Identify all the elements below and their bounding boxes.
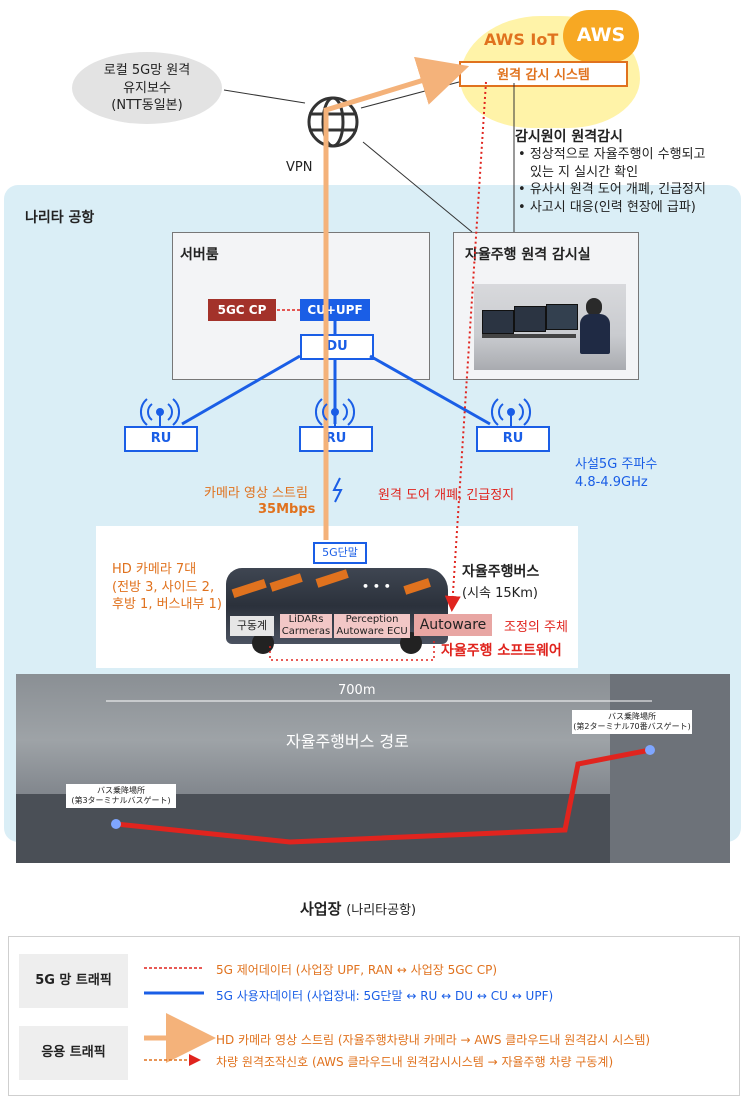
- legend-application-label: 응용 트래픽: [19, 1026, 128, 1080]
- autoware-box: Autoware: [414, 614, 492, 636]
- frequency-line1: 사설5G 주파수: [575, 457, 658, 472]
- maintenance-ellipse: [72, 52, 222, 124]
- remote-room-photo: [474, 284, 626, 370]
- aws-logo: AWS: [576, 24, 626, 46]
- ru-box-left: RU: [124, 426, 198, 452]
- camera-stream-label: 카메라 영상 스트림: [204, 486, 308, 501]
- legend-video-text: HD 카메라 영상 스트림 (자율주행차량내 카메라 → AWS 클라우드내 원…: [216, 1033, 651, 1047]
- lidars-box: LiDARs: [280, 614, 332, 626]
- maintenance-line2: 유지보수: [123, 80, 171, 96]
- camera-icon-3: [315, 569, 349, 588]
- legend-panel: [8, 936, 740, 1096]
- camera-stream-path: [323, 56, 470, 540]
- drive-system-box: 구동계: [230, 616, 274, 636]
- frequency-line2: 4.8-4.9GHz: [575, 474, 648, 490]
- monitor-screen-1: [482, 310, 514, 334]
- legend-remote-text: 차량 원격조작신호 (AWS 클라우드내 원격감시시스템 → 자율주행 차량 구…: [216, 1055, 614, 1069]
- camera-icon-1: [231, 578, 267, 599]
- stop-right-marker: [645, 745, 655, 755]
- camera-count-label: HD 카메라 7대 (전방 3, 사이드 2, 후방 1, 버스내부 1): [112, 561, 222, 614]
- operator-bullet-2: 있는 지 실시간 확인: [518, 164, 706, 182]
- ru-box-center: RU: [299, 426, 373, 452]
- server-room-label: 서버룸: [180, 247, 219, 263]
- operator-bullet-1: • 정상적으로 자율주행이 수행되고: [518, 147, 706, 162]
- antenna-icon-left: [140, 398, 180, 426]
- line-maintenance-vpn: [223, 89, 306, 104]
- monitor-screen-2: [514, 306, 546, 332]
- terminal-building-right: [610, 674, 730, 863]
- camera-line3: 후방 1, 버스내부 1): [112, 597, 222, 613]
- bandwidth-label: 35Mbps: [258, 502, 316, 517]
- maintenance-label: 로컬 5G망 원격 유지보수 (NTT동일본): [72, 62, 222, 115]
- operator-bullet-3: • 유사시 원격 도어 개폐, 긴급정지: [518, 182, 706, 198]
- operator-title: 감시원이 원격감시: [515, 129, 623, 145]
- operator-bullet-2-text: 있는 지 실시간 확인: [530, 164, 639, 180]
- desk: [482, 334, 576, 338]
- camera-icon-2: [269, 573, 303, 592]
- du-ru-right-link: [369, 354, 491, 426]
- remote-control-path: [444, 81, 487, 612]
- aws-logo-cloud: [563, 10, 639, 62]
- remote-room-label: 자율주행 원격 감시실: [465, 247, 591, 263]
- stop-left-label: バス乗降場所 (第3ターミナルバスゲート): [66, 784, 176, 808]
- frequency-label: 사설5G 주파수 4.8-4.9GHz: [575, 456, 657, 491]
- stop-right-line2: (第2ターミナル70番バスゲート): [573, 722, 691, 731]
- vpn-label: VPN: [286, 160, 313, 175]
- operator-bullet-4: • 사고시 대응(인력 현장에 급파): [518, 199, 696, 215]
- caption-sub: (나리타공항): [346, 903, 417, 918]
- autonomous-software-label: 자율주행 소프트웨어: [441, 643, 562, 659]
- airport-label: 나리타 공항: [25, 210, 95, 226]
- du-box: DU: [300, 334, 374, 360]
- maintenance-line3: (NTT동일본): [111, 98, 183, 114]
- antenna-icon-right: [491, 398, 531, 426]
- camera-line2: (전방 3, 사이드 2,: [112, 579, 215, 595]
- operator-body: [580, 314, 610, 354]
- distance-label: 700m: [338, 683, 376, 698]
- ru-box-right: RU: [476, 426, 550, 452]
- 5gc-cp-box: 5GC CP: [208, 299, 276, 321]
- remote-control-label: 원격 도어 개폐, 긴급정지: [378, 488, 515, 503]
- legend-network-label: 5G 망 트래픽: [19, 954, 128, 1008]
- stop-left-marker: [111, 819, 121, 829]
- caption: 사업장 (나리타공항): [300, 898, 416, 919]
- bus-title: 자율주행버스: [462, 564, 540, 580]
- aerial-map: [16, 674, 730, 863]
- route-label: 자율주행버스 경로: [286, 732, 409, 751]
- operator-bullet-4-text: 사고시 대응(인력 현장에 급파): [529, 199, 696, 215]
- control-subject-label: 조정의 주체: [504, 620, 568, 635]
- operator-bullets: • 정상적으로 자율주행이 수행되고 있는 지 실시간 확인 • 유사시 원격 …: [518, 146, 706, 216]
- autoware-ecu-box: Autoware ECU: [334, 626, 410, 638]
- du-ru-left-link: [181, 354, 301, 426]
- cu-upf-box: CU+UPF: [300, 299, 370, 321]
- stop-right-label: バス乗降場所 (第2ターミナル70番バスゲート): [572, 710, 692, 734]
- camera-icon-4: [403, 578, 431, 595]
- stop-left-line1: バス乗降場所: [97, 786, 145, 795]
- camera-line1: HD 카메라 7대: [112, 562, 197, 577]
- bus-wheel-left: [252, 632, 274, 654]
- aws-iot-label: AWS IoT: [484, 30, 559, 49]
- globe-icon: [307, 96, 359, 148]
- stop-right-line1: バス乗降場所: [608, 712, 656, 721]
- caption-main: 사업장: [300, 900, 342, 918]
- 5g-terminal-box: 5G단말: [313, 542, 367, 564]
- legend-user-text: 5G 사용자데이터 (사업장내: 5G단말 ↔ RU ↔ DU ↔ CU ↔ U…: [216, 989, 554, 1003]
- maintenance-line1: 로컬 5G망 원격: [103, 63, 191, 78]
- wireless-signal-icon: [332, 477, 343, 503]
- bus-camera-icons: [231, 569, 431, 599]
- line-vpn-remote-room: [362, 141, 473, 233]
- autoware-drive-path: [269, 640, 435, 661]
- cameras-box: Carmeras: [280, 626, 332, 638]
- bus-route-path: [115, 747, 651, 845]
- monitor-screen-3: [546, 304, 578, 330]
- operator-head: [586, 298, 602, 316]
- bus-speed: (시속 15Km): [462, 586, 538, 601]
- stop-left-line2: (第3ターミナルバスゲート): [71, 796, 171, 805]
- antenna-icon-center: [315, 398, 355, 426]
- remote-monitor-system-label: 원격 감시 시스템: [497, 68, 590, 83]
- legend-control-text: 5G 제어데이터 (사업장 UPF, RAN ↔ 사업장 5GC CP): [216, 963, 498, 977]
- operator-bullet-3-text: 유사시 원격 도어 개폐, 긴급정지: [529, 182, 706, 198]
- bus-dots: • • •: [362, 580, 391, 593]
- operator-bullet-1-text: 정상적으로 자율주행이 수행되고: [529, 147, 706, 162]
